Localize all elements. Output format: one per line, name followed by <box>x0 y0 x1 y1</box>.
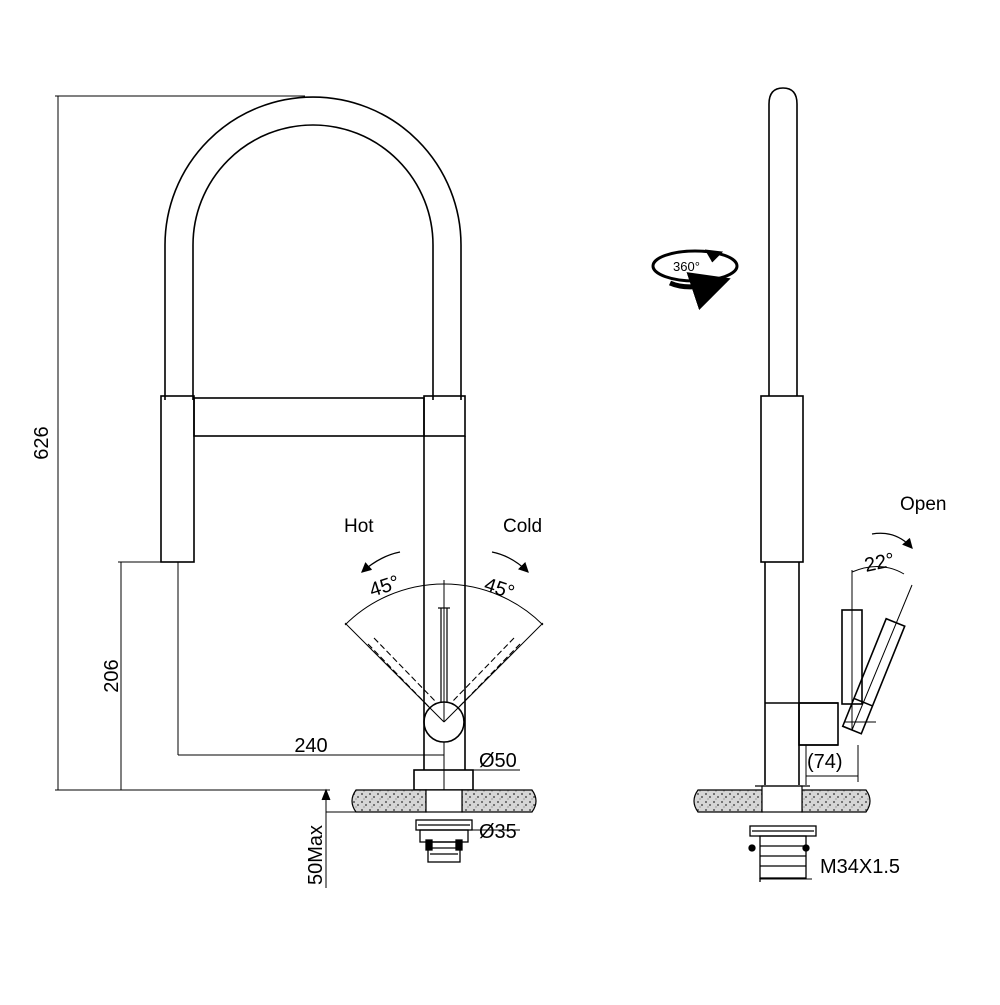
body-collar <box>423 395 466 437</box>
label-hot: Hot <box>344 516 374 537</box>
label-hot-angle: 45° <box>367 571 403 601</box>
countertop-front <box>351 789 537 813</box>
label-lever-offset: (74) <box>807 751 843 773</box>
label-open-angle: 22° <box>862 549 896 577</box>
shank-assembly <box>415 819 520 863</box>
height-dimension-626 <box>55 95 330 791</box>
front-view <box>55 95 544 888</box>
label-rotation: 360° <box>673 259 700 274</box>
side-shank <box>748 825 817 882</box>
open-arrow-icon <box>871 532 913 549</box>
label-shank-diameter: Ø35 <box>479 821 517 843</box>
open-angle-lines <box>845 566 913 731</box>
body-column <box>423 436 466 770</box>
lever-offset-dimension <box>805 745 859 785</box>
label-height-206: 206 <box>101 659 123 692</box>
hot-arrow-icon <box>361 551 401 573</box>
angle-extension-lines <box>344 580 544 723</box>
label-base-diameter: Ø50 <box>479 750 517 772</box>
side-spray-head <box>760 395 804 563</box>
max-thickness-dimension <box>321 788 356 888</box>
label-reach-240: 240 <box>294 735 327 757</box>
height-dimension-206 <box>118 561 179 790</box>
side-spout <box>768 87 798 396</box>
countertop-side <box>693 785 871 813</box>
label-max-thickness: 50Max <box>305 825 327 885</box>
side-view <box>651 87 913 882</box>
label-thread: M34X1.5 <box>820 856 900 878</box>
side-lever-housing <box>798 702 839 746</box>
label-cold-angle: 45° <box>481 574 517 604</box>
label-open: Open <box>900 494 946 515</box>
rotation-360-icon <box>651 249 739 311</box>
label-cold: Cold <box>503 516 542 537</box>
spout-tube <box>164 96 462 400</box>
cold-arrow-icon <box>491 551 529 573</box>
label-height-626: 626 <box>31 426 53 459</box>
spray-head <box>160 395 195 563</box>
cross-bar <box>193 397 425 437</box>
angle-arc <box>344 583 544 626</box>
base-flange <box>413 769 520 791</box>
reach-dimension-240 <box>178 742 445 790</box>
